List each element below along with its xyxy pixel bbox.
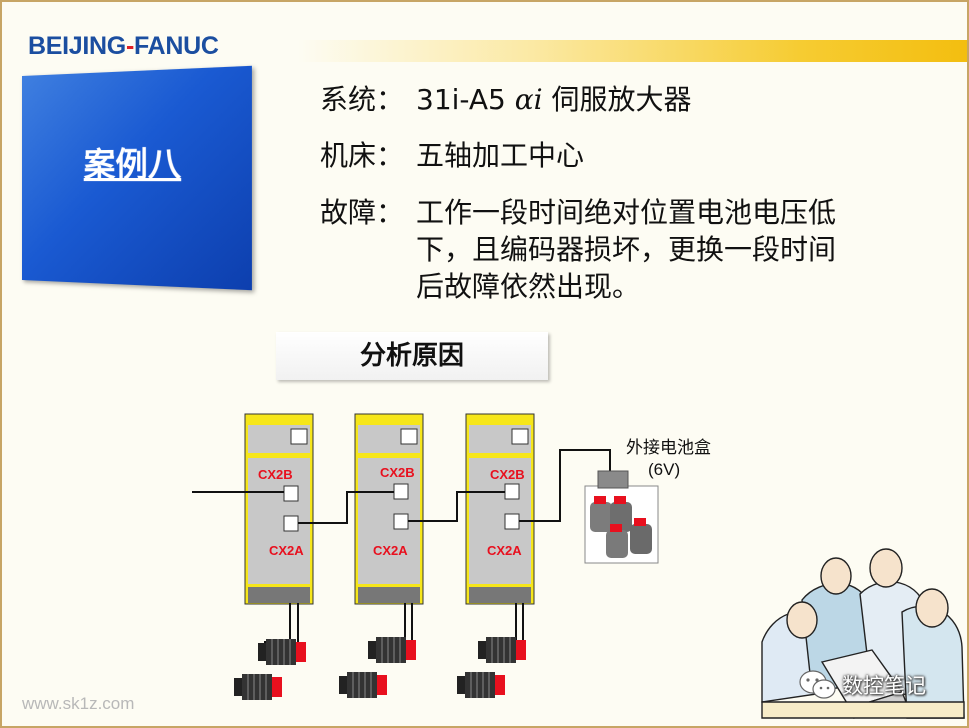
wechat-label: 数控笔记 [842,674,926,698]
amp-2-cx2b-label: CX2B [380,465,415,480]
info-system-model: 31i-A5 [416,83,515,116]
info-fault-label: 故障： [320,196,405,229]
info-machine-label: 机床： [320,139,405,172]
amplifier-2 [354,413,424,605]
section-title-analysis: 分析原因 [276,332,548,380]
amp-3-cx2a-label: CX2A [487,543,522,558]
servo-motor-2b [338,671,388,699]
amp-2-indicator [400,428,418,445]
amp-1-cx2b-port [283,485,299,502]
info-system-label: 系统： [320,83,405,116]
info-machine-value: 五轴加工中心 [416,139,585,172]
info-fault-line-2: 下，且编码器损坏，更换一段时间 [416,233,837,266]
brand-logo: BEIJING-FANUC [28,34,219,59]
header-gradient-bar [298,40,967,62]
amp-2-cx2a-port [393,513,409,530]
wechat-watermark: 数控笔记 [798,669,926,701]
battery-box [584,470,659,564]
amp-3-cx2b-label: CX2B [490,467,525,482]
info-system-value: 31i-A5 αi 伺服放大器 [416,82,692,118]
logo-dash: - [125,32,134,60]
battery-voltage-label: (6V) [648,460,680,479]
amp-1-cx2a-label: CX2A [269,543,304,558]
battery-cells [590,496,652,558]
info-fault-line-3: 后故障依然出现。 [416,270,641,303]
amplifier-3 [465,413,535,605]
amp-1-cx2b-label: CX2B [258,467,293,482]
info-system-amp: 伺服放大器 [542,83,692,116]
people-clipart [761,548,965,719]
amp-3-indicator [511,428,529,445]
amp-1-indicator [290,428,308,445]
servo-motor-3b [456,671,506,699]
connection-wires [192,449,611,524]
servo-motor-3a [477,636,527,664]
logo-fanuc: FANUC [133,32,219,60]
info-fault-line-1: 工作一段时间绝对位置电池电压低 [416,196,837,229]
amplifier-1 [244,413,314,605]
info-system-alpha: αi [514,83,543,116]
servo-motor-2a [367,636,417,664]
servo-motor-1b [233,673,283,701]
amp-2-cx2b-port [393,483,409,500]
wechat-icon [799,670,836,699]
amp-3-cx2b-port [504,483,520,500]
battery-box-label: 外接电池盒 [626,438,711,457]
amp-2-cx2a-label: CX2A [373,543,408,558]
logo-beijing: BEIJING [28,32,126,60]
amp-1-cx2a-port [283,515,299,532]
amp-3-cx2a-port [504,513,520,530]
website-watermark: www.sk1z.com [22,694,135,713]
